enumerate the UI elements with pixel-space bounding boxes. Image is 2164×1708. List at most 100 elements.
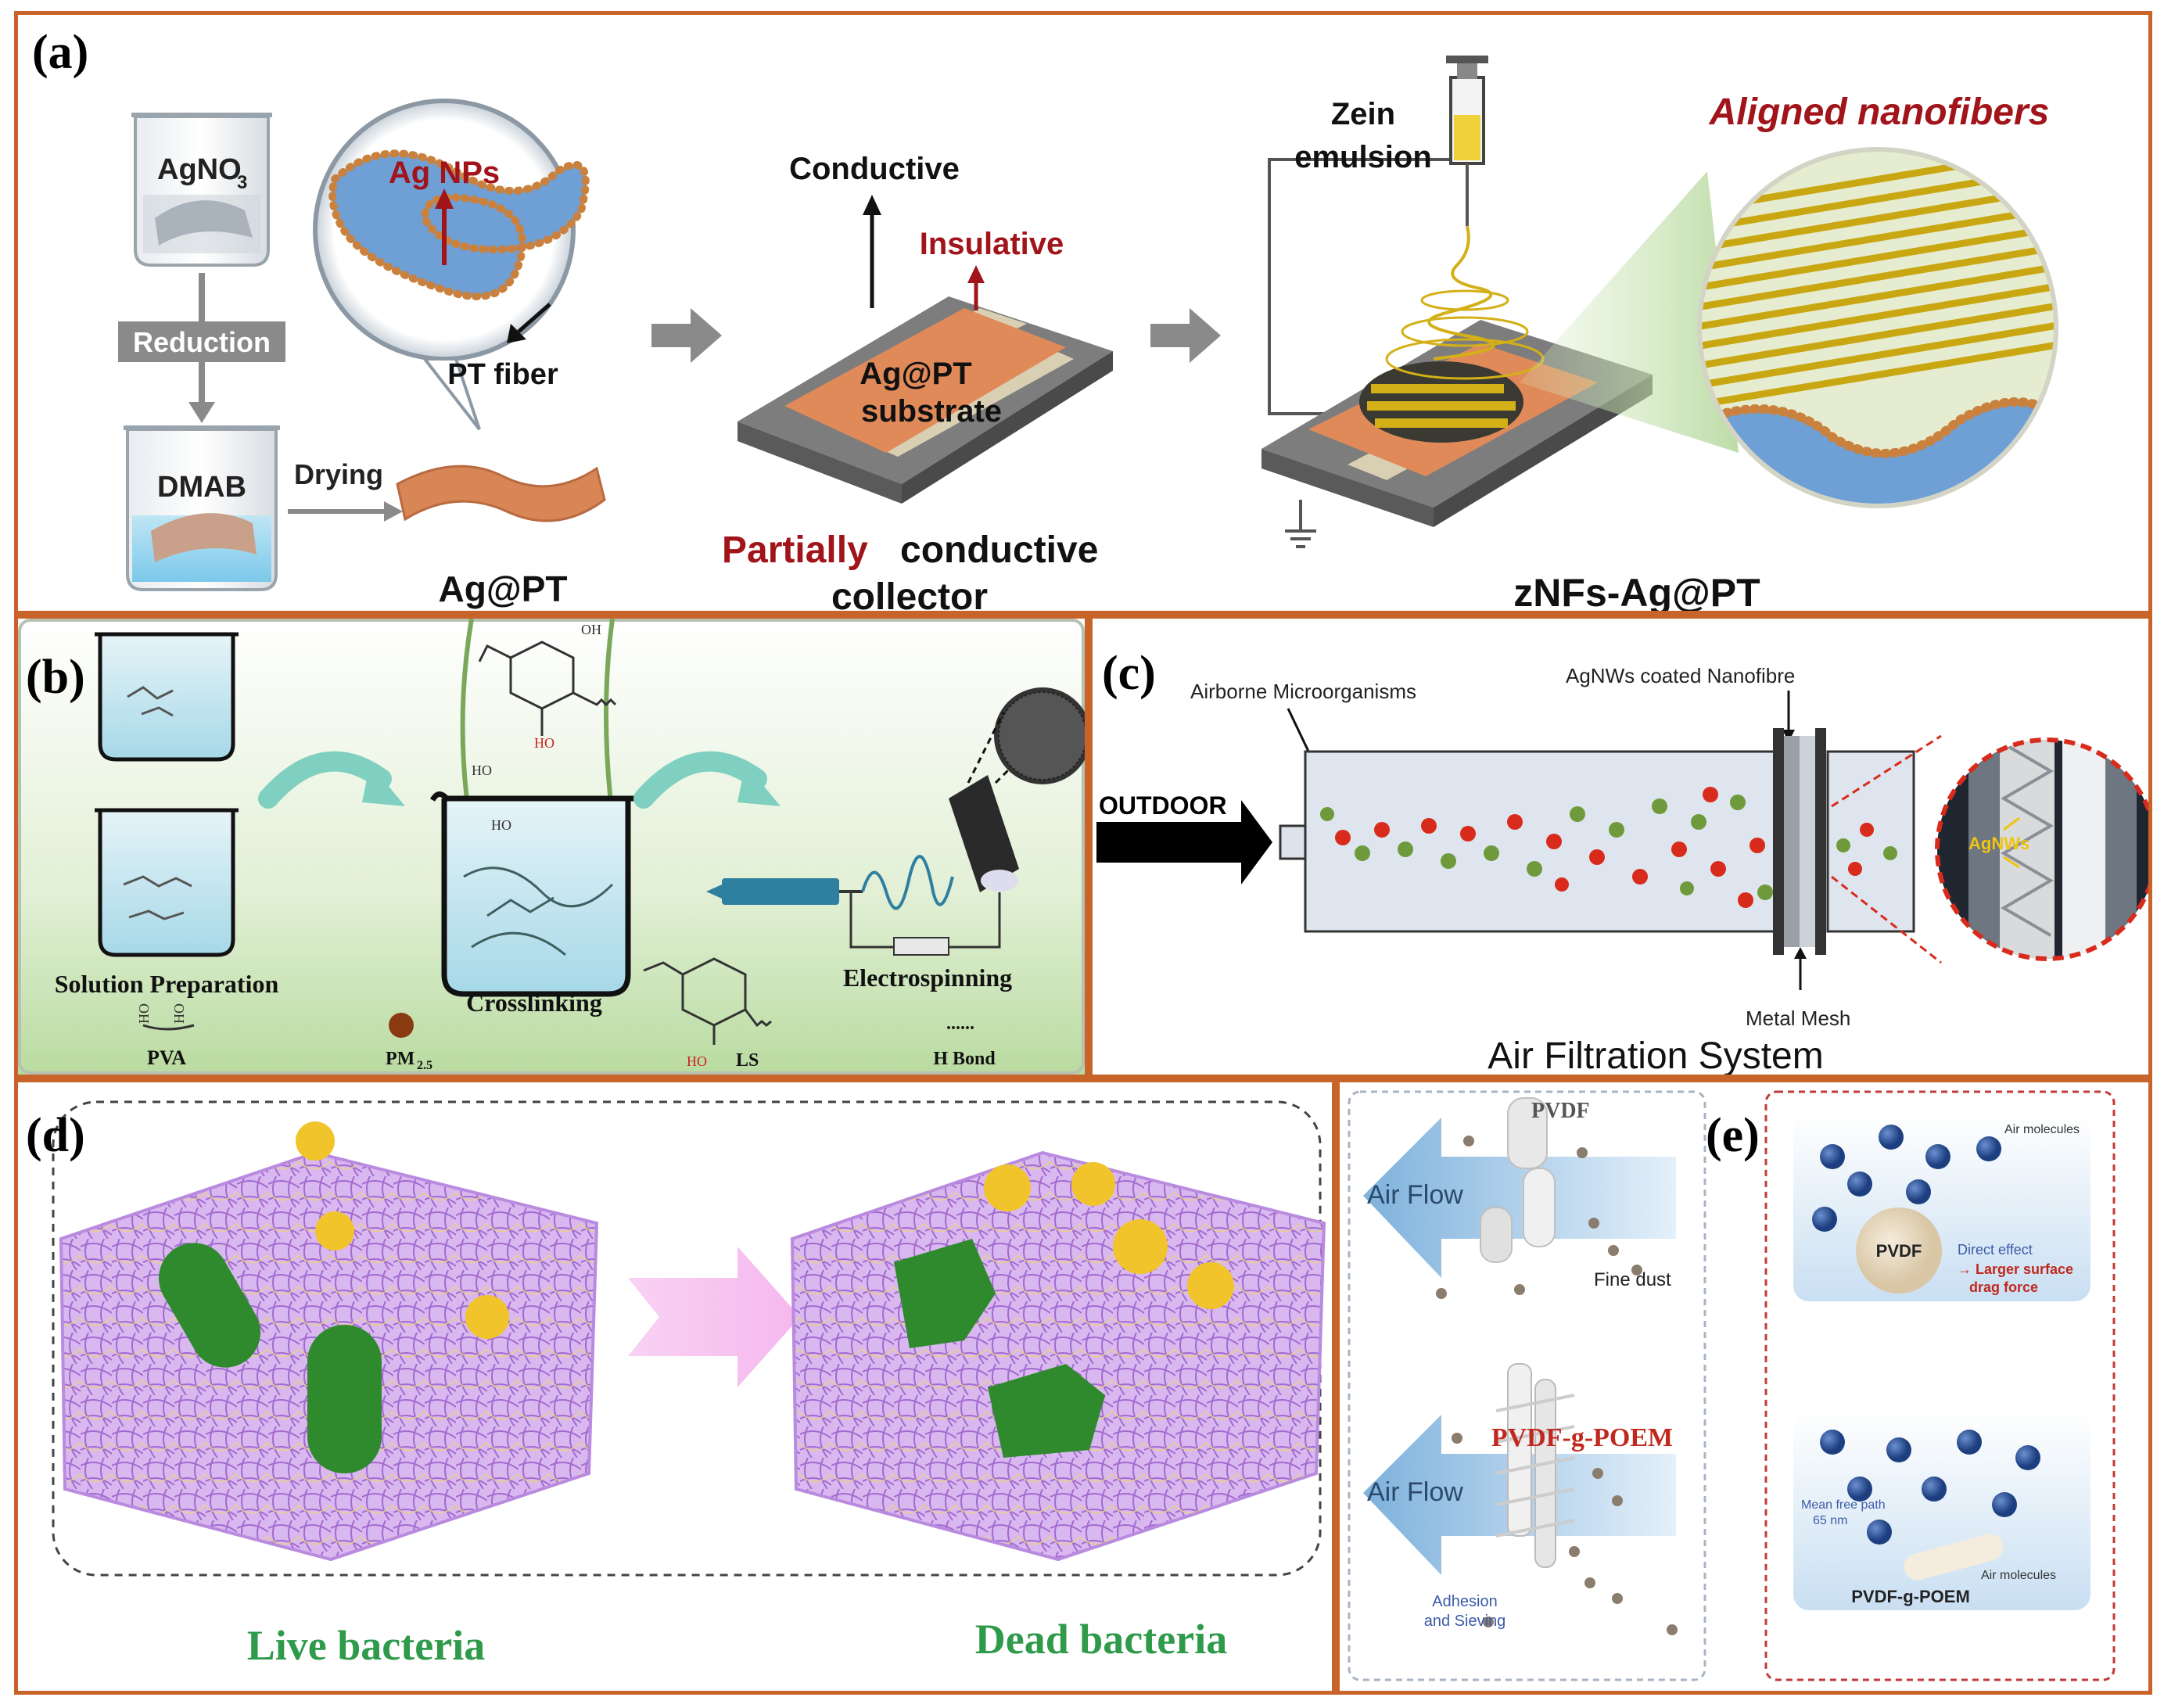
metal-mesh-filter xyxy=(1773,728,1826,955)
pm-particle-icon xyxy=(389,1013,414,1038)
pvdf-g-poem-label-2: PVDF-g-POEM xyxy=(1851,1587,1970,1606)
dead-bacteria-mat xyxy=(790,1150,1326,1562)
air-filtration-system-title: Air Filtration System xyxy=(1488,1035,1823,1075)
crosslink-ho-2: HO xyxy=(491,817,511,833)
air-molecules-bottom xyxy=(1820,1430,2040,1545)
conductive-label: Conductive xyxy=(789,152,960,186)
pm-subscript: 2.5 xyxy=(417,1059,432,1072)
mechanism-box-right xyxy=(1764,1090,2116,1681)
direct-effect-label: Direct effect xyxy=(1958,1242,2033,1258)
panel-e: (e) Air Flow PVDF Fine dust Air Flow PVD… xyxy=(1336,1078,2152,1695)
air-flow-arrow-1 xyxy=(1363,1118,1676,1278)
ls-ho-red: HO xyxy=(687,1053,707,1069)
lignin-oh-label: OH xyxy=(581,622,601,637)
panel-e-letter: (e) xyxy=(1706,1109,1760,1162)
transition-arrow xyxy=(628,1247,800,1387)
panel-b-diagram: (b) Solution Preparation HO HO PVA PM 2.… xyxy=(18,619,1085,1075)
pva-ho-2: HO xyxy=(171,1003,187,1024)
partially-label: Partially xyxy=(722,529,868,571)
agnws-coated-label: AgNWs coated Nanofibre xyxy=(1566,664,1795,687)
collector-label: collector xyxy=(831,576,988,611)
outdoor-arrow xyxy=(1096,800,1272,884)
mechanism-box-left xyxy=(1348,1090,1706,1681)
ag-pt-sheet xyxy=(396,465,606,522)
solution-beaker-bottom xyxy=(95,808,239,957)
pvdf-g-poem-fiber-stack xyxy=(1452,1363,1678,1635)
process-arrow-2 xyxy=(1150,308,1221,363)
ls-structure xyxy=(643,957,772,1045)
dead-bacterium-1 xyxy=(894,1239,996,1348)
solution-beaker-top xyxy=(95,632,239,762)
zein-label-1: Zein xyxy=(1331,97,1395,131)
pvdf-fiber-stack xyxy=(1436,1097,1642,1299)
pvdf-g-poem-label: PVDF-g-POEM xyxy=(1491,1423,1673,1452)
live-bacteria-label: Live bacteria xyxy=(247,1622,485,1669)
fine-dust-label: Fine dust xyxy=(1594,1269,1671,1290)
substrate-label-1: Ag@PT xyxy=(859,357,971,391)
metal-mesh-label: Metal Mesh xyxy=(1746,1006,1850,1030)
microorganism-particles xyxy=(1320,787,1897,908)
larger-surface-label: → Larger surface xyxy=(1958,1261,2073,1277)
pm-label: PM xyxy=(386,1049,414,1069)
panel-a: (a) AgNO 3 Reduction DMAB Drying Ag NPs … xyxy=(14,11,2152,615)
drying-label: Drying xyxy=(294,458,383,490)
pva-ho-1: HO xyxy=(136,1003,152,1024)
zein-label-2: emulsion xyxy=(1294,140,1432,174)
airborne-label: Airborne Microorganisms xyxy=(1190,680,1416,703)
mean-free-path-label-1: Mean free path xyxy=(1801,1498,1886,1512)
ls-label: LS xyxy=(736,1050,759,1071)
tube-inlet xyxy=(1279,824,1307,860)
adhesion-label-2: and Sieving xyxy=(1424,1613,1506,1630)
dmab-label: DMAB xyxy=(157,471,246,504)
pt-fiber-label: PT fiber xyxy=(447,358,558,391)
dmab-beaker xyxy=(124,425,280,591)
dead-bacteria-label: Dead bacteria xyxy=(975,1616,1227,1663)
hbond-label: H Bond xyxy=(933,1049,996,1069)
crosslinking-label: Crosslinking xyxy=(466,989,602,1017)
curved-arrow-1 xyxy=(258,751,392,809)
panel-e-diagram: (e) Air Flow PVDF Fine dust Air Flow PVD… xyxy=(1348,1090,2116,1681)
pvdf-ball xyxy=(1856,1207,1942,1294)
aligned-nanofibers-zoom xyxy=(1697,147,2058,508)
air-molecules-label-2: Air molecules xyxy=(1981,1569,2056,1582)
substrate-label-2: substrate xyxy=(861,394,1002,429)
live-bacterium-2 xyxy=(307,1325,382,1473)
process-arrow-1 xyxy=(651,308,722,363)
air-flow-label-2: Air Flow xyxy=(1367,1477,1463,1507)
reduction-label: Reduction xyxy=(133,326,271,358)
panel-d-letter: (d) xyxy=(26,1109,85,1162)
znfs-label: zNFs-Ag@PT xyxy=(1513,571,1760,611)
panel-c-diagram: (c) Airborne Microorganisms AgNWs coated… xyxy=(1096,647,2148,1075)
panel-c: (c) Airborne Microorganisms AgNWs coated… xyxy=(1089,615,2152,1078)
pvdf-g-poem-fiber xyxy=(1904,1534,2004,1581)
panel-d: (d) Live bacteria Dead bacteria xyxy=(14,1078,1336,1695)
insulative-label: Insulative xyxy=(920,227,1064,261)
panel-c-letter: (c) xyxy=(1102,647,1156,700)
agno3-label: AgNO xyxy=(157,153,242,186)
hbond-dots: ...... xyxy=(946,1014,974,1034)
outdoor-label: OUTDOOR xyxy=(1099,791,1227,820)
agnws-label: AgNWs xyxy=(1968,834,2029,853)
panel-b: (b) Solution Preparation HO HO PVA PM 2.… xyxy=(14,615,1089,1078)
yellow-particle xyxy=(296,1121,335,1161)
pvdf-label: PVDF xyxy=(1531,1099,1590,1123)
crosslinking-beaker xyxy=(429,791,636,997)
air-flow-label-1: Air Flow xyxy=(1367,1180,1463,1210)
reduction-box xyxy=(118,321,285,362)
agno3-subscript: 3 xyxy=(237,172,247,193)
conductive-collector-label: conductive xyxy=(900,529,1098,571)
dead-bacterium-2 xyxy=(988,1364,1105,1458)
ag-nps-label: Ag NPs xyxy=(389,156,500,190)
live-bacterium-1 xyxy=(159,1243,260,1368)
crosslink-ho-1: HO xyxy=(472,762,492,778)
panel-b-letter: (b) xyxy=(26,651,85,704)
mean-free-path-label-2: 65 nm xyxy=(1813,1514,1847,1527)
adhesion-label-1: Adhesion xyxy=(1432,1593,1497,1610)
aligned-nanofibers-label: Aligned nanofibers xyxy=(1709,92,2050,133)
lignin-ho-red: HO xyxy=(534,735,554,751)
ag-pt-label: Ag@PT xyxy=(439,569,568,609)
curved-arrow-2 xyxy=(633,751,767,809)
panel-d-diagram: (d) Live bacteria Dead bacteria xyxy=(26,1100,1326,1669)
agnws-zoom-circle xyxy=(1935,737,2148,961)
collector-plate xyxy=(737,296,1113,504)
